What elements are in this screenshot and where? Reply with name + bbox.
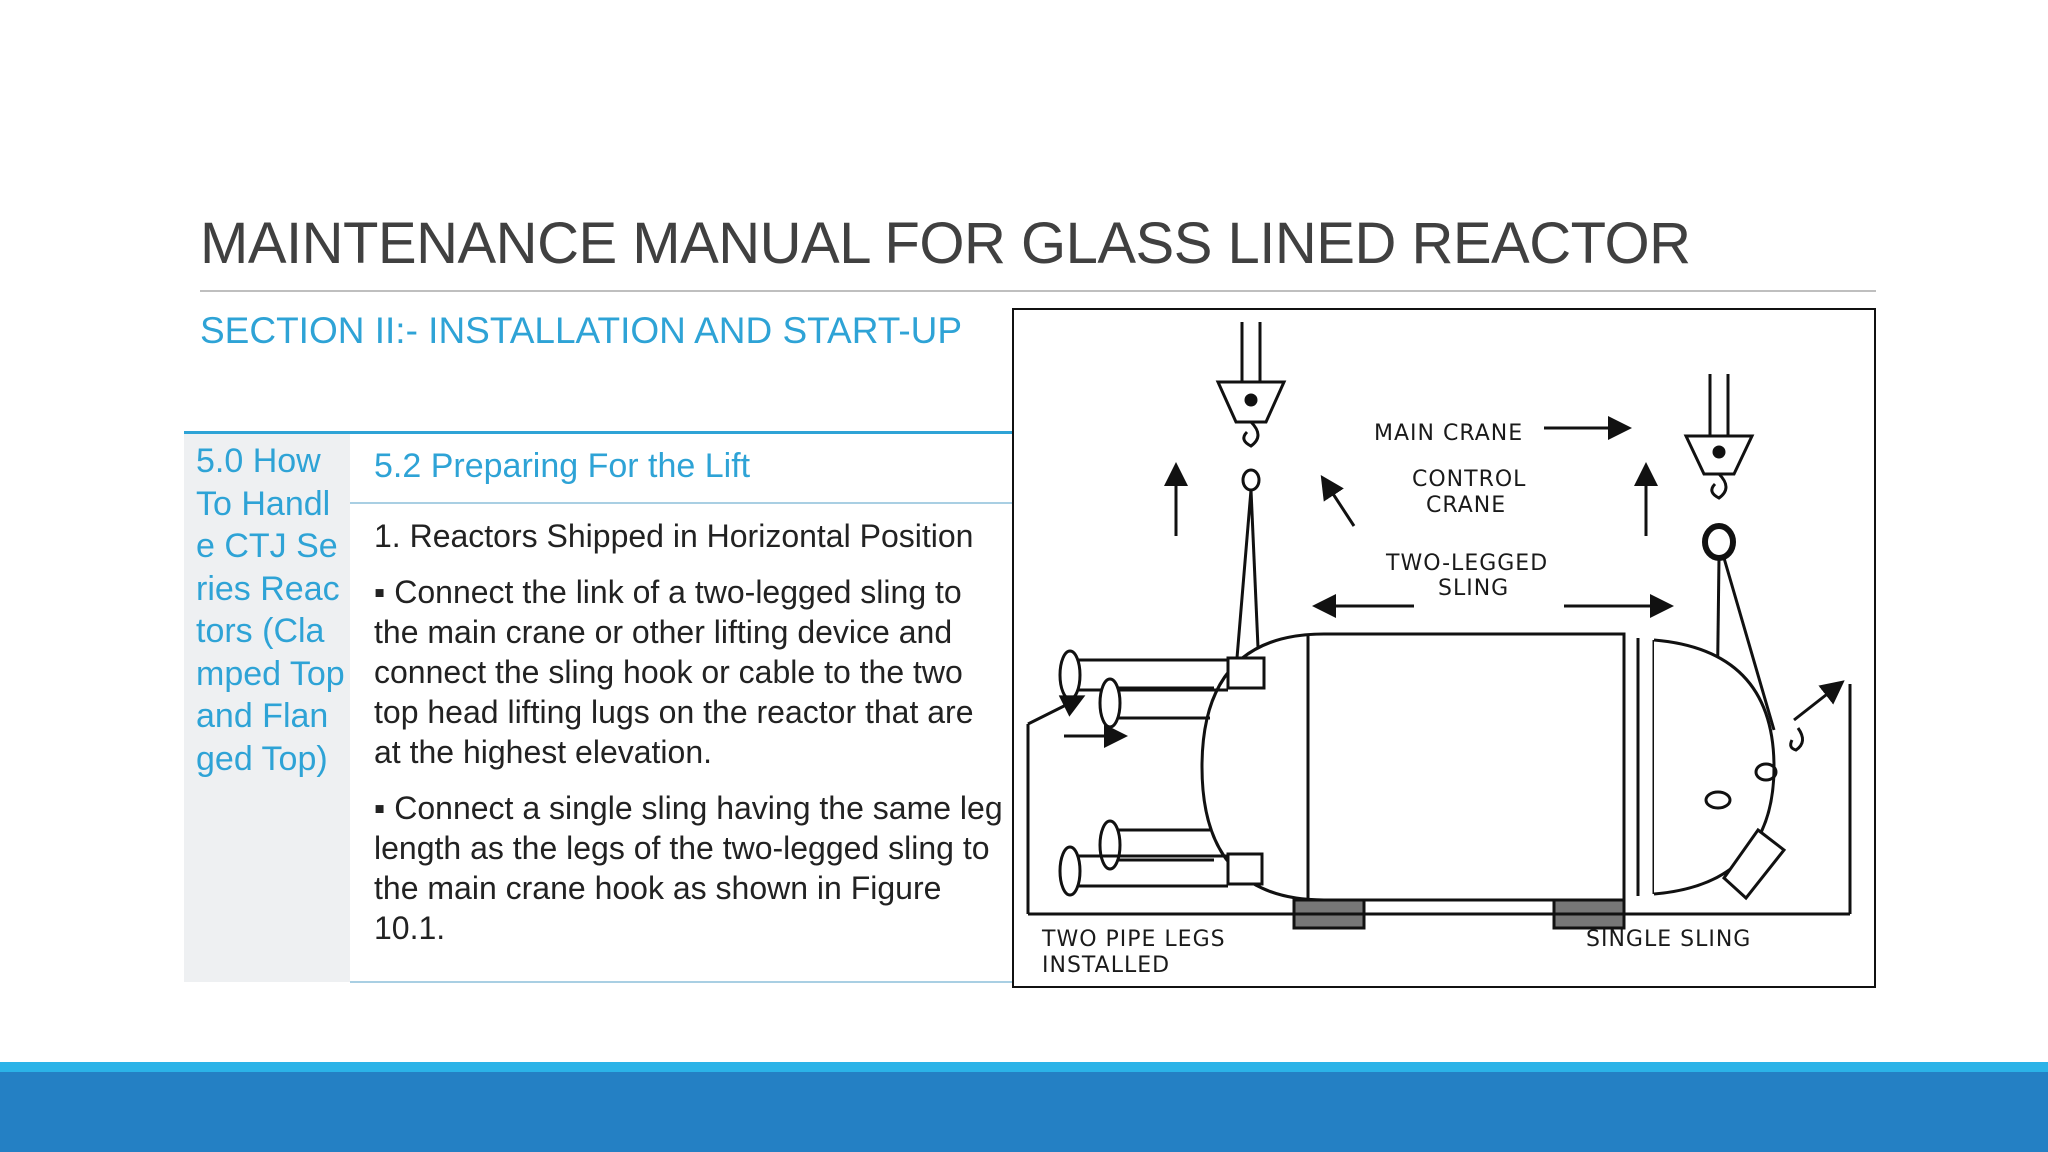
label-two-legged-1: TWO-LEGGED: [1385, 551, 1548, 576]
label-two-legged-2: SLING: [1438, 576, 1509, 601]
reactor-lift-figure: MAIN CRANE CONTROL CRANE TWO-LEGGED SLIN…: [1012, 308, 1876, 988]
table-header-divider: [350, 502, 1014, 504]
table-top-border: [184, 431, 1014, 434]
label-control-crane-1: CONTROL: [1412, 467, 1526, 492]
label-two-pipe-legs-1: TWO PIPE LEGS: [1041, 927, 1226, 952]
paragraph-3: ▪ Connect a single sling having the same…: [374, 790, 1003, 946]
label-two-pipe-legs-2: INSTALLED: [1042, 953, 1170, 978]
footer-bar: [0, 1072, 2048, 1152]
label-control-crane-2: CRANE: [1426, 493, 1506, 518]
table-left-cell: [184, 434, 350, 982]
slide-title: MAINTENANCE MANUAL FOR GLASS LINED REACT…: [200, 211, 1691, 276]
reactor-lift-diagram: MAIN CRANE CONTROL CRANE TWO-LEGGED SLIN…: [1026, 322, 1852, 978]
table-right-heading: 5.2 Preparing For the Lift: [374, 447, 751, 485]
title-divider: [200, 290, 1876, 292]
footer-accent-line: [0, 1062, 2048, 1072]
table-left-heading: 5.0 How To Handle CTJ Series Reactors (C…: [196, 442, 345, 778]
section-subtitle: SECTION II:- INSTALLATION AND START-UP: [200, 310, 963, 351]
table-body-text: 1. Reactors Shipped in Horizontal Positi…: [374, 516, 1004, 964]
table-bottom-border: [350, 981, 1014, 983]
label-main-crane: MAIN CRANE: [1374, 421, 1523, 446]
paragraph-1: 1. Reactors Shipped in Horizontal Positi…: [374, 518, 974, 554]
paragraph-2: ▪ Connect the link of a two-legged sling…: [374, 574, 974, 770]
label-single-sling: SINGLE SLING: [1586, 927, 1751, 952]
